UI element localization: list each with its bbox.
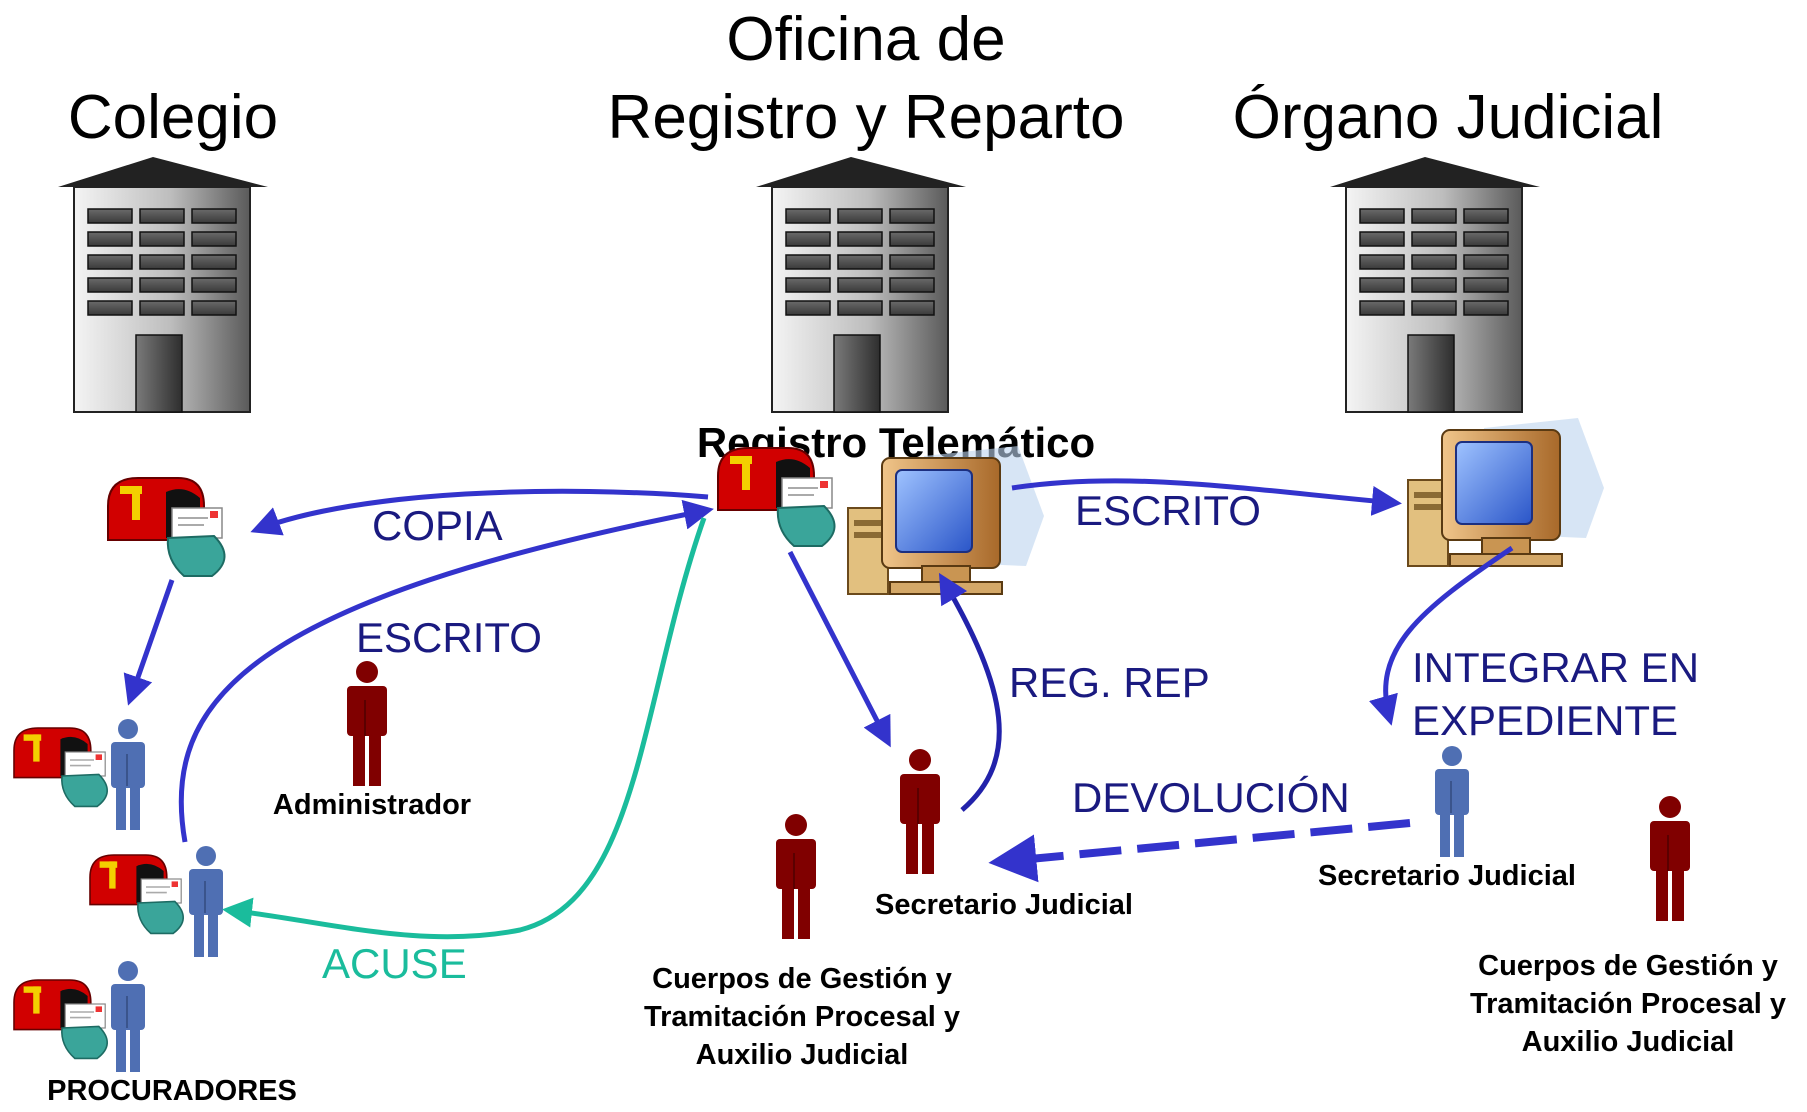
person-icon <box>111 719 145 830</box>
person-icon <box>1650 796 1690 921</box>
arrow-colegio-procuradores <box>123 579 175 706</box>
heading-oficina-line2: Registro y Reparto <box>608 83 1125 152</box>
label-devolucion: DEVOLUCIÓN <box>1072 774 1350 821</box>
label-administrador: Administrador <box>273 789 471 821</box>
label-cuerpos-right-line3: Auxilio Judicial <box>1522 1026 1735 1058</box>
building-icon <box>755 156 967 413</box>
label-escrito-right: ESCRITO <box>1075 487 1261 534</box>
mailbox-icon <box>107 477 226 577</box>
mailbox-icon <box>13 979 109 1060</box>
arrow-integrar <box>1368 545 1514 726</box>
computer-icon <box>1407 417 1605 567</box>
mailbox-icon <box>13 727 109 808</box>
label-escrito-left: ESCRITO <box>356 614 542 661</box>
arrow-copia <box>250 488 709 536</box>
person-icon <box>347 661 387 786</box>
arrow-devolucion <box>988 819 1411 883</box>
label-cuerpos-right-line1: Cuerpos de Gestión y <box>1478 950 1778 982</box>
label-secretario-center: Secretario Judicial <box>875 889 1133 921</box>
label-acuse: ACUSE <box>322 940 467 987</box>
arrow-reg-rep <box>938 572 1002 812</box>
label-procuradores: PROCURADORES <box>47 1075 297 1107</box>
label-copia: COPIA <box>372 502 503 549</box>
heading-oficina-line1: Oficina de <box>726 5 1005 74</box>
label-cuerpos-right-line2: Tramitación Procesal y <box>1470 988 1786 1020</box>
arrow-escrito-left <box>178 499 714 843</box>
label-reg-rep: REG. REP <box>1009 659 1210 706</box>
arrow-to-secretario <box>787 550 891 748</box>
computer-icon <box>847 445 1045 595</box>
person-icon <box>189 846 223 957</box>
mailbox-icon <box>89 854 185 935</box>
building-icon <box>57 156 269 413</box>
person-icon <box>900 749 940 874</box>
arrow-acuse <box>222 517 707 940</box>
person-icon <box>111 961 145 1072</box>
label-cuerpos-center-line1: Cuerpos de Gestión y <box>652 963 952 995</box>
building-icon <box>1329 156 1541 413</box>
person-icon <box>1435 746 1469 857</box>
label-integrar-line2: EXPEDIENTE <box>1412 697 1678 744</box>
label-integrar-line1: INTEGRAR EN <box>1412 644 1699 691</box>
heading-organo: Órgano Judicial <box>1233 83 1664 152</box>
person-icon <box>776 814 816 939</box>
label-secretario-right: Secretario Judicial <box>1318 860 1576 892</box>
heading-colegio: Colegio <box>68 83 278 152</box>
label-cuerpos-center-line3: Auxilio Judicial <box>696 1039 909 1071</box>
arrow-escrito-right <box>1011 478 1402 516</box>
label-cuerpos-center-line2: Tramitación Procesal y <box>644 1001 960 1033</box>
